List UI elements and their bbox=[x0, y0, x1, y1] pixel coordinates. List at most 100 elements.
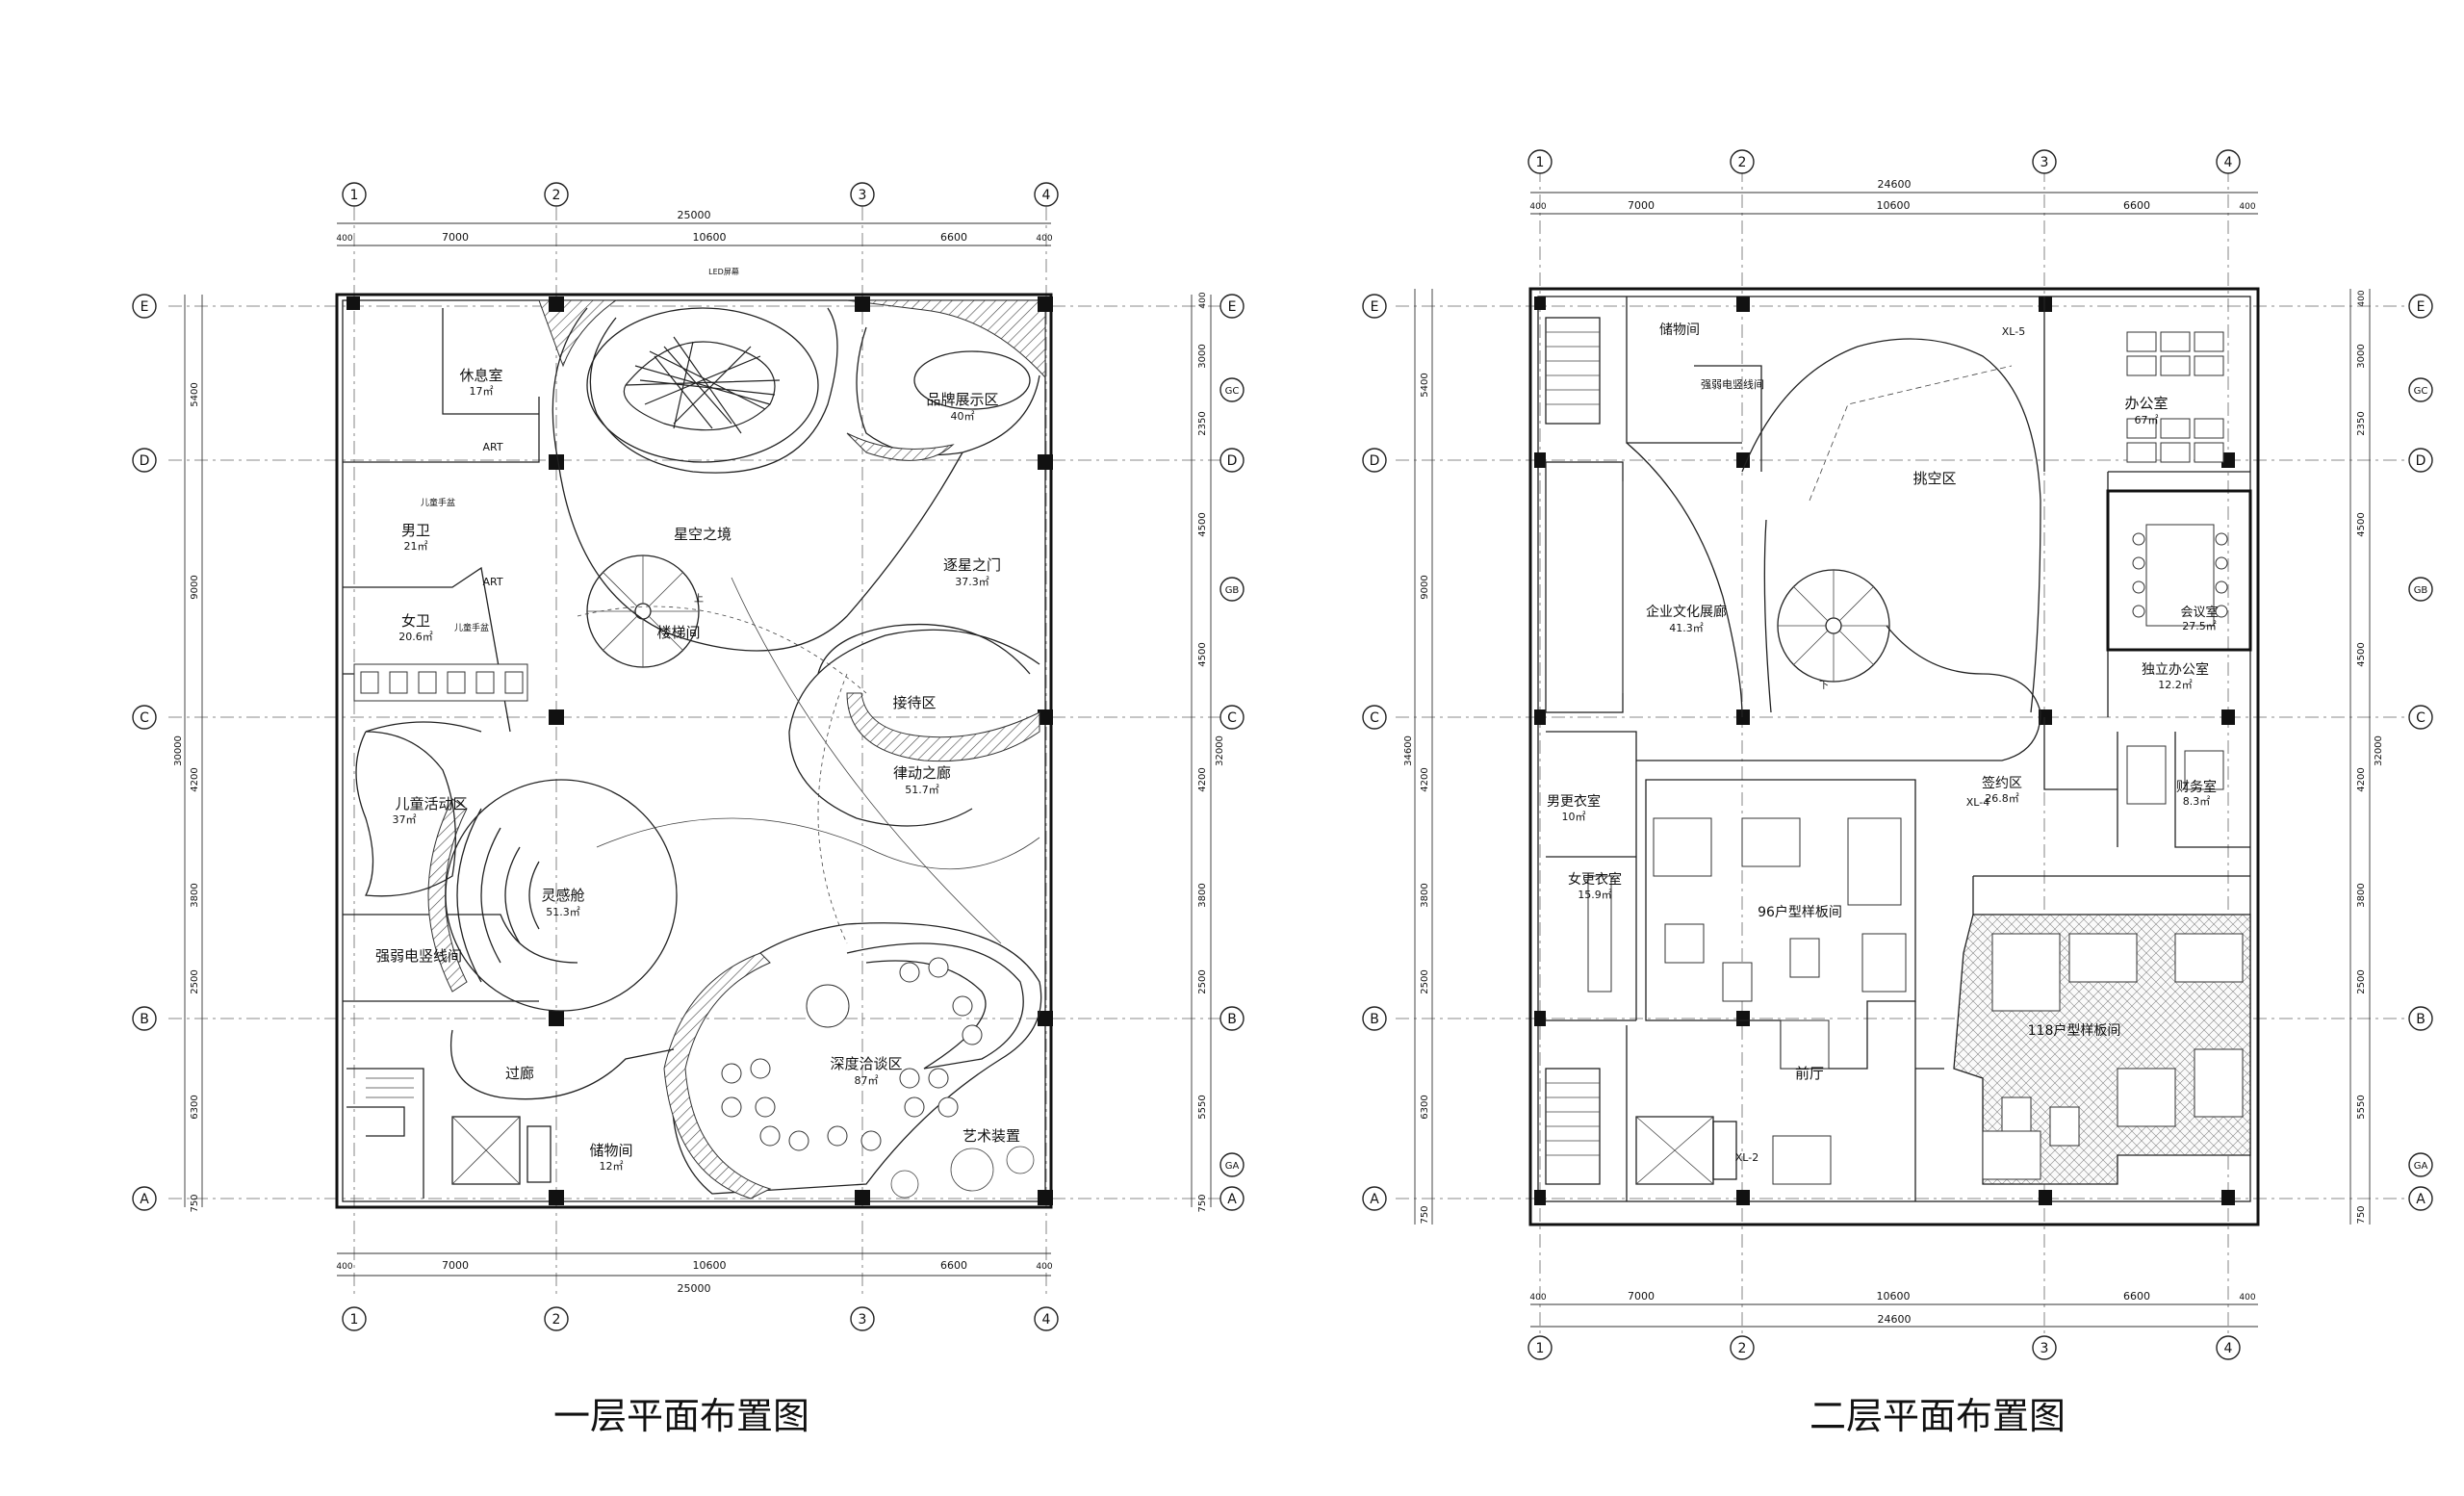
f1-room-reception: 接待区 bbox=[892, 694, 936, 711]
floor1-caption: 一层平面布置图 bbox=[553, 1395, 810, 1437]
f1-room-kids: 儿童活动区 bbox=[395, 795, 467, 812]
f2-axis-left-A: A bbox=[1370, 1192, 1379, 1207]
f1-axis-bot-2: 2 bbox=[552, 1312, 561, 1328]
f1-axis-left-D: D bbox=[140, 453, 150, 469]
f1-dim-bot-4: 6600 bbox=[940, 1259, 967, 1272]
f1-room-rest: 休息室 bbox=[459, 367, 502, 384]
f1-room-inspiration: 灵感舱 bbox=[541, 887, 584, 904]
f1-dim-left-3: 30000 bbox=[173, 735, 184, 766]
floor1-inspiration-pod bbox=[427, 779, 678, 1012]
f1-axis-right-GA: GA bbox=[1225, 1161, 1240, 1172]
f1-axis-bot-3: 3 bbox=[859, 1312, 867, 1328]
floor1-sculpture bbox=[623, 336, 781, 434]
f1-axis-left-A: A bbox=[140, 1192, 149, 1207]
f1-room-rhythm: 律动之廊 bbox=[893, 764, 951, 782]
floor1-starry-oval bbox=[586, 307, 819, 463]
f1-axis-left-B: B bbox=[140, 1012, 149, 1027]
floor2-spiral-stair bbox=[1777, 569, 1890, 683]
f1-dim-right-11: 750 bbox=[1197, 1194, 1208, 1212]
f1-room-negotiation: 深度洽谈区 bbox=[830, 1055, 902, 1072]
f2-room-private-office-area: 12.2㎡ bbox=[2158, 679, 2193, 691]
f1-axis-right-B: B bbox=[1227, 1012, 1237, 1027]
f2-room-meeting: 会议室 bbox=[2180, 605, 2218, 620]
f2-dim-top-1: 400 bbox=[1529, 202, 1546, 212]
f2-label-xl5: XL-5 bbox=[2002, 325, 2025, 338]
f1-dim-top-total: 25000 bbox=[678, 209, 711, 221]
floor2-unit-118 bbox=[1953, 914, 2251, 1185]
f2-axis-bot-3: 3 bbox=[2040, 1341, 2049, 1356]
f2-label-xl2: XL-2 bbox=[1735, 1151, 1758, 1164]
f1-room-rest-area: 17㎡ bbox=[470, 385, 494, 398]
f1-room-kids-area: 37㎡ bbox=[393, 813, 417, 826]
f2-room-male-locker-area: 10㎡ bbox=[1562, 811, 1586, 823]
f1-room-art: 艺术装置 bbox=[962, 1127, 1020, 1145]
f1-dim-left-8: 750 bbox=[190, 1194, 200, 1212]
f2-room-female-locker: 女更衣室 bbox=[1568, 871, 1622, 888]
f1-axis-left-C: C bbox=[140, 710, 149, 726]
floor2-void-outline bbox=[1741, 338, 2041, 713]
f2-dim-top-5: 400 bbox=[2239, 202, 2255, 212]
f2-axis-right-D: D bbox=[2416, 453, 2426, 469]
f1-axis-right-E: E bbox=[1228, 299, 1237, 315]
f2-dim-right-6: 32000 bbox=[2374, 735, 2384, 766]
f2-dim-right-8: 3800 bbox=[2356, 883, 2367, 907]
f2-dim-right-7: 4200 bbox=[2356, 767, 2367, 791]
floor1-plan bbox=[168, 207, 1242, 1295]
f2-axis-bot-2: 2 bbox=[1738, 1341, 1747, 1356]
f1-dim-right-2: 3000 bbox=[1197, 344, 1208, 368]
f2-room-culture: 企业文化展廊 bbox=[1646, 604, 1727, 620]
f1-dim-left-1: 5400 bbox=[190, 382, 200, 406]
f1-room-female-wc: 女卫 bbox=[401, 612, 430, 630]
floor2-outer-wall bbox=[1528, 287, 2260, 1226]
f2-room-office: 办公室 bbox=[2124, 395, 2168, 412]
f2-dim-bot-3: 10600 bbox=[1877, 1290, 1911, 1303]
f2-dim-right-3: 2350 bbox=[2356, 411, 2367, 435]
floor1-negotiation-zone bbox=[663, 922, 1042, 1199]
f1-dim-bot-3: 10600 bbox=[693, 1259, 727, 1272]
f2-room-signing-area: 26.8㎡ bbox=[1985, 792, 2019, 805]
axis-bubbles: 1 2 3 4 1 2 3 4 E D C B A E GC D GB C B … bbox=[132, 149, 2433, 1360]
floor1-dimensions: 25000 400 7000 10600 6600 400 400 7000 1… bbox=[173, 209, 1225, 1295]
f2-room-void: 挑空区 bbox=[1912, 470, 1956, 487]
f1-room-corridor: 过廊 bbox=[505, 1065, 534, 1082]
f1-room-female-wc-area: 20.6㎡ bbox=[398, 631, 433, 643]
f1-dim-left-6: 2500 bbox=[190, 969, 200, 993]
f2-axis-left-C: C bbox=[1370, 710, 1379, 726]
f2-room-lobby: 前厅 bbox=[1795, 1065, 1824, 1082]
floor1-columns bbox=[346, 297, 1053, 1205]
floor2-unit-96 bbox=[1645, 779, 1916, 1070]
f1-label-kids-wash1: 儿童手盆 bbox=[421, 497, 455, 508]
f1-room-storage-area: 12㎡ bbox=[600, 1160, 624, 1173]
f2-dim-right-1: 400 bbox=[2357, 290, 2367, 306]
f1-dim-left-2: 9000 bbox=[190, 575, 200, 599]
f2-dim-left-7: 6300 bbox=[1420, 1095, 1430, 1119]
f1-room-negotiation-area: 87㎡ bbox=[855, 1074, 879, 1087]
f2-dim-right-10: 5550 bbox=[2356, 1095, 2367, 1119]
f1-axis-top-1: 1 bbox=[350, 188, 359, 203]
f1-room-brand-area: 40㎡ bbox=[951, 410, 975, 423]
f2-dim-left-3: 34600 bbox=[1403, 735, 1414, 766]
f1-dim-right-3: 2350 bbox=[1197, 411, 1208, 435]
f1-axis-top-2: 2 bbox=[552, 188, 561, 203]
f2-dim-bot-5: 400 bbox=[2239, 1293, 2255, 1303]
f1-dim-top-2: 7000 bbox=[442, 231, 469, 244]
f1-room-brand: 品牌展示区 bbox=[926, 391, 998, 408]
floor2-plan bbox=[1396, 168, 2435, 1353]
f1-dim-left-7: 6300 bbox=[190, 1095, 200, 1119]
f2-room-storage: 储物间 bbox=[1659, 322, 1700, 338]
floor2-meeting-table bbox=[2132, 524, 2228, 627]
f2-dim-right-9: 2500 bbox=[2356, 969, 2367, 993]
f2-room-unit-118: 118户型样板间 bbox=[2028, 1022, 2121, 1039]
f1-dim-bot-total: 25000 bbox=[678, 1282, 711, 1295]
f2-dim-left-8: 750 bbox=[1420, 1205, 1430, 1224]
f1-axis-right-GC: GC bbox=[1225, 386, 1240, 397]
f1-label-up: 上 bbox=[694, 593, 704, 605]
f1-dim-right-6: 32000 bbox=[1215, 735, 1225, 766]
f1-dim-top-4: 6600 bbox=[940, 231, 967, 244]
f2-axis-right-GB: GB bbox=[2414, 585, 2428, 596]
f1-dim-top-5: 400 bbox=[1036, 234, 1052, 244]
f2-dim-bot-4: 6600 bbox=[2123, 1290, 2150, 1303]
f1-axis-right-D: D bbox=[1227, 453, 1238, 469]
f2-room-female-locker-area: 15.9㎡ bbox=[1578, 889, 1612, 901]
